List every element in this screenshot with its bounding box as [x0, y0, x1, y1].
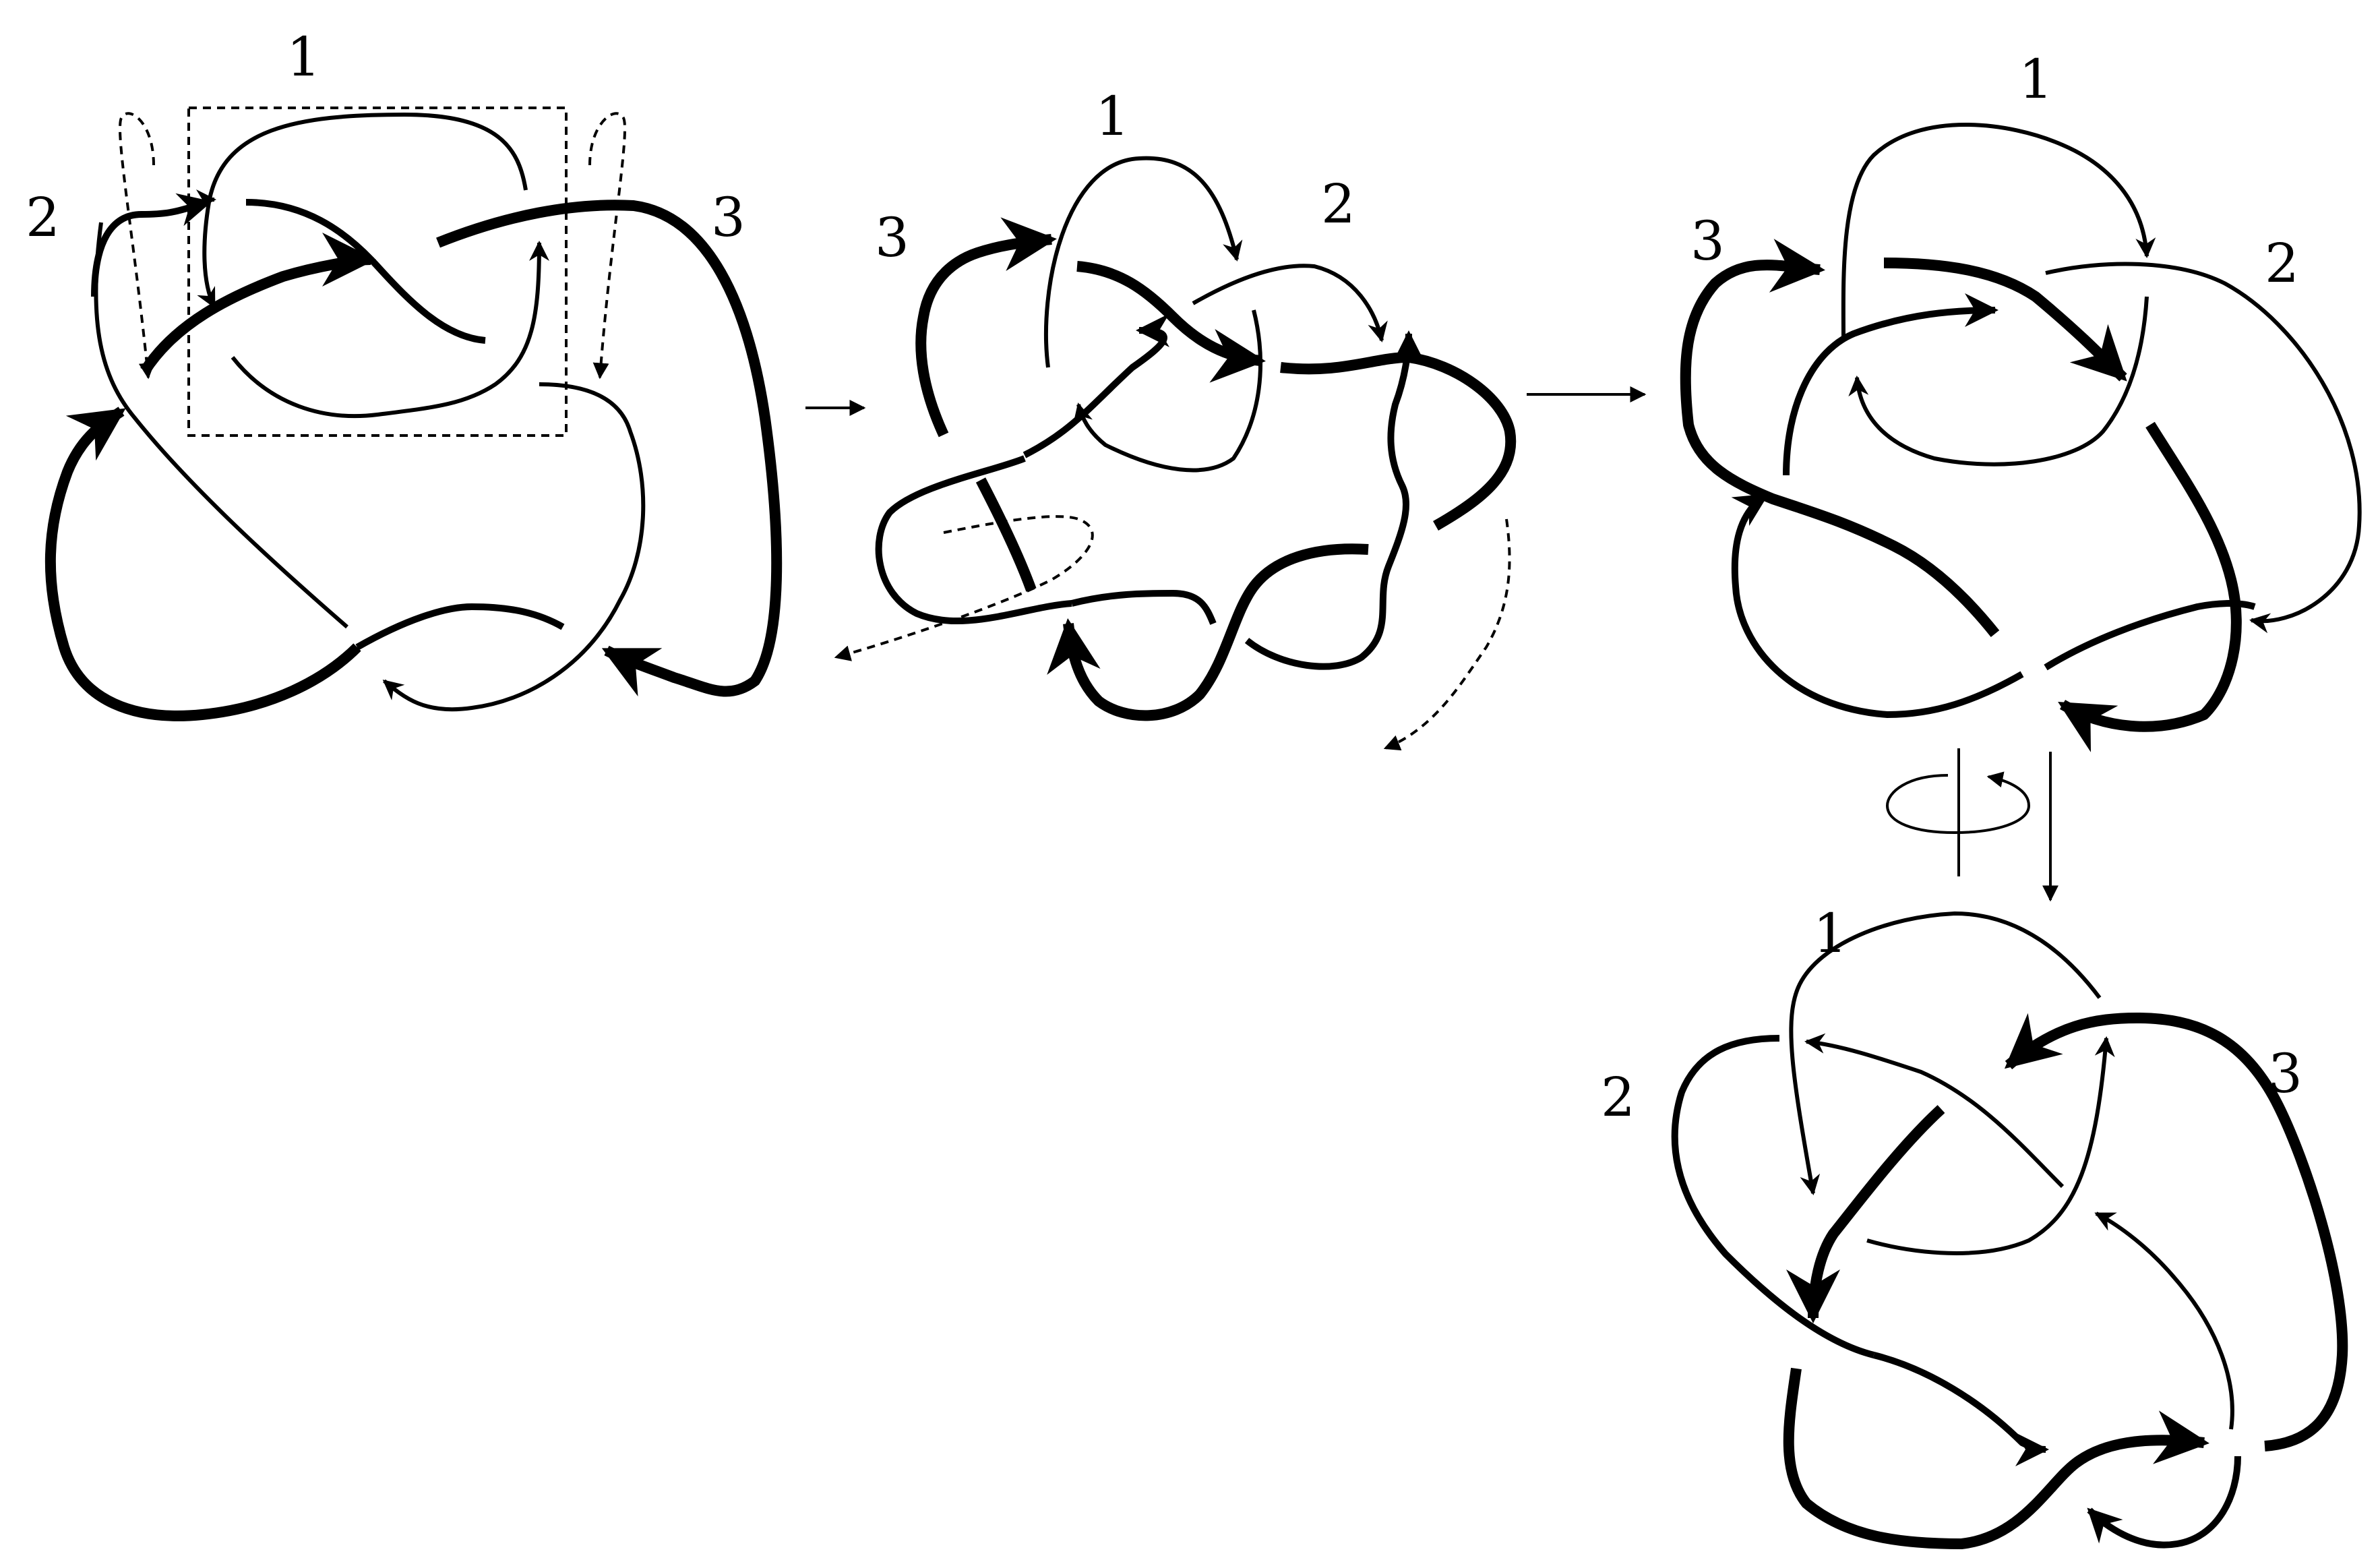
- stage-3-strand-thin-top: [1841, 123, 2156, 338]
- stage-3-diagram: 1 2 3: [1680, 48, 2362, 752]
- stage-2-diagram: 1 2 3: [834, 85, 1517, 751]
- stage-4-strand-thin-inner: [1866, 1036, 2115, 1255]
- stage-4-label-2: 2: [1601, 1066, 1635, 1129]
- stage-1-diagram: 1 2 3: [26, 26, 783, 721]
- stage-2-strand-mid-bottom-right: [1244, 330, 1426, 670]
- stage-3-label-1: 1: [2019, 48, 2053, 111]
- stage-1-strand-thin-right: [382, 382, 646, 712]
- stage-4-diagram: 1 2 3: [1601, 902, 2348, 1549]
- stage-2-label-1: 1: [1095, 85, 1130, 148]
- stage-1-strand-thick-loop: [44, 407, 361, 721]
- stage-1-label-3: 3: [711, 186, 745, 249]
- stage-4-label-1: 1: [1813, 902, 1848, 965]
- stage-2-strand-thick-cross: [1076, 261, 1266, 383]
- stage-4-strand-thick-right: [2004, 1013, 2348, 1451]
- stage-1-strand-thick-right: [436, 200, 783, 697]
- stage-1-strand-mid-cross: [245, 199, 486, 344]
- stage-1-dashed-right-loop: [588, 112, 626, 380]
- stage-2-strand-thick-bottom: [1047, 543, 1369, 721]
- stage-2-label-2: 2: [1321, 173, 1355, 235]
- stage-4-strand-mid-left: [1671, 1035, 1875, 1358]
- stage-2-strand-mid-loop: [875, 455, 1072, 625]
- stage-2-label-3: 3: [875, 206, 909, 269]
- rotation-about-vertical-axis-icon: [1885, 748, 2031, 876]
- stage-1-strand-thin-bottom: [231, 241, 549, 419]
- stage-1-strand-thick-left: [140, 233, 376, 374]
- stage-2-strand-thin-right: [1192, 264, 1388, 342]
- stage-3-strand-thick-left: [1680, 239, 2000, 637]
- stage-3-strand-mid-left: [1731, 492, 2024, 718]
- stage-3-strand-mid-inner: [1783, 293, 1998, 476]
- stage-3-strand-thick-right: [2058, 421, 2242, 752]
- stage-4-strand-mid-bottom: [1872, 1352, 2049, 1466]
- stage-1-label-1: 1: [286, 26, 321, 88]
- stage-2-strand-mid-bottom: [1070, 590, 1217, 625]
- stage-2-strand-mid-left: [1023, 313, 1170, 458]
- stage-2-strand-thick-top: [915, 217, 1057, 438]
- stage-2-strand-thin-top: [1043, 156, 1243, 368]
- stage-4-strand-thick-bottom: [1783, 1367, 2209, 1549]
- stage-1-label-2: 2: [26, 186, 60, 249]
- stage-3-label-2: 2: [2265, 232, 2299, 295]
- stage-3-label-3: 3: [1690, 210, 1725, 272]
- stage-4-strand-mid-right: [2087, 1456, 2241, 1549]
- stage-3-strand-mid-bottom: [2044, 600, 2256, 671]
- stage-4-strand-thin-top: [1789, 911, 2102, 1195]
- stage-1-dashed-box: [187, 107, 568, 437]
- stage-4-strand-thick-left: [1786, 1105, 1945, 1323]
- stage-1-strand-mid-left-arc: [91, 193, 212, 297]
- stage-4-strand-thin-mid: [1804, 1033, 2065, 1189]
- stage-2-strand-thick-right: [1280, 352, 1517, 531]
- stage-3-strand-thick-top: [1883, 258, 2127, 382]
- stage-2-dashed-left-flip: [834, 515, 1094, 661]
- stage-1-strand-thin-top: [197, 113, 528, 309]
- stage-2-strand-mid-inner-bar: [975, 477, 1037, 592]
- stage-3-strand-thin-right: [2045, 262, 2362, 634]
- stage-2-dashed-right-flip: [1383, 518, 1511, 751]
- stage-1-dashed-left-loop: [119, 112, 155, 380]
- stage-1-strand-mid-bottom: [355, 603, 565, 651]
- stage-3-strand-thin-inner: [1848, 296, 2149, 467]
- stage-4-strand-thin-right: [2094, 1211, 2234, 1430]
- stage-1-strand-thin-diag: [94, 222, 348, 629]
